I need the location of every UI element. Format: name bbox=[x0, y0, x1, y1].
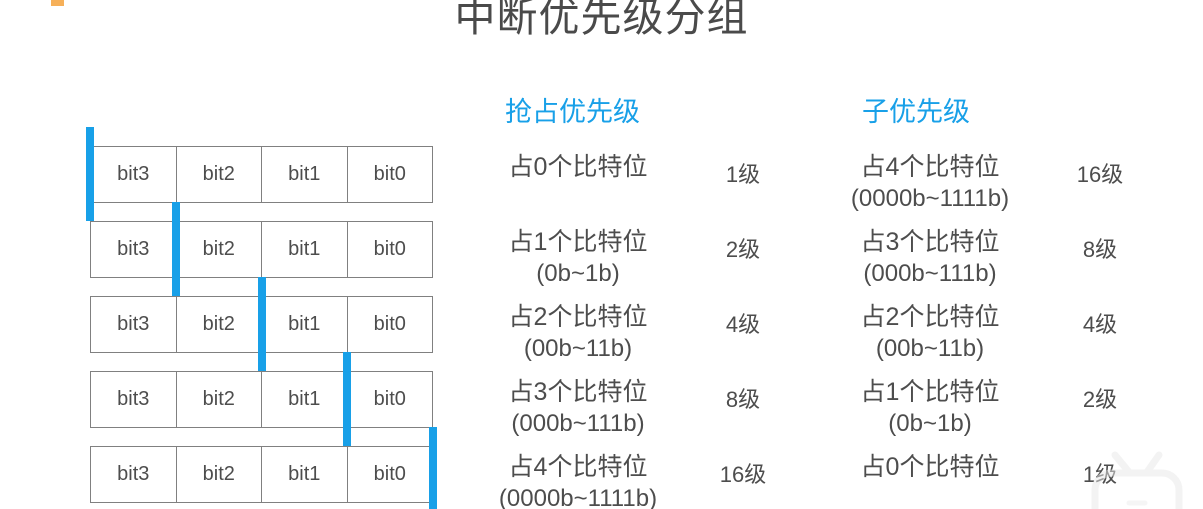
priority-bit-range: (000b~111b) bbox=[863, 260, 997, 287]
priority-bit-range: (0000b~1111b) bbox=[498, 485, 658, 509]
priority-description: 占0个比特位 bbox=[818, 449, 1042, 484]
priority-row: 占1个比特位 (0b~1b) 2级 bbox=[466, 224, 796, 299]
tv-logo-watermark bbox=[1085, 445, 1189, 509]
priority-bit-count: 占4个比特位 bbox=[860, 153, 1000, 181]
priority-row: 占3个比特位 (000b~111b) 8级 bbox=[818, 224, 1158, 299]
bit-cell: bit0 bbox=[373, 388, 406, 410]
bit-cell: bit2 bbox=[177, 222, 262, 277]
priority-row: 占4个比特位 (0000b~1111b) 16级 bbox=[466, 449, 796, 509]
bit-cell: bit2 bbox=[177, 372, 262, 427]
priority-bit-range: (00b~11b) bbox=[523, 335, 633, 362]
priority-bit-range: (00b~11b) bbox=[875, 335, 985, 362]
priority-level-count: 16级 bbox=[1076, 162, 1124, 187]
priority-description: 占4个比特位 (0000b~1111b) bbox=[818, 149, 1042, 214]
bit-cell: bit2 bbox=[177, 147, 262, 202]
priority-bit-count: 占2个比特位 bbox=[860, 303, 1000, 331]
priority-level-count: 4级 bbox=[725, 312, 761, 337]
priority-bit-count: 占3个比特位 bbox=[860, 228, 1000, 256]
priority-level-count: 2级 bbox=[725, 237, 761, 262]
priority-split-marker bbox=[171, 202, 180, 296]
priority-row: 占0个比特位 1级 bbox=[466, 149, 796, 224]
bit-cell: bit0 bbox=[373, 313, 406, 335]
bit-cell: bit3 bbox=[91, 297, 177, 352]
bit-cell: bit1 bbox=[262, 147, 348, 202]
bit-cell: bit1 bbox=[262, 297, 348, 352]
priority-bit-count: 占1个比特位 bbox=[860, 378, 1000, 406]
priority-bit-range: (0b~1b) bbox=[536, 260, 620, 287]
priority-bit-range: (0b~1b) bbox=[888, 410, 972, 437]
bit-cell: bit3 bbox=[91, 147, 177, 202]
priority-row: 占2个比特位 (00b~11b) 4级 bbox=[466, 299, 796, 374]
priority-description: 占4个比特位 (0000b~1111b) bbox=[466, 449, 690, 509]
priority-bit-range: (000b~111b) bbox=[511, 410, 645, 437]
priority-row: 占2个比特位 (00b~11b) 4级 bbox=[818, 299, 1158, 374]
priority-description: 占1个比特位 (0b~1b) bbox=[466, 224, 690, 289]
bit-cell: bit3 bbox=[91, 372, 177, 427]
bit-cell: bit2 bbox=[177, 297, 262, 352]
priority-description: 占0个比特位 bbox=[466, 149, 690, 184]
column-header-sub-priority: 子优先级 bbox=[862, 97, 970, 127]
bit-cell: bit0 bbox=[373, 163, 406, 185]
page-title: 中断优先级分组 bbox=[454, 0, 749, 40]
priority-row: 占1个比特位 (0b~1b) 2级 bbox=[818, 374, 1158, 449]
priority-description: 占3个比特位 (000b~111b) bbox=[466, 374, 690, 439]
priority-bit-count: 占1个比特位 bbox=[508, 228, 648, 256]
bit-cell: bit1 bbox=[262, 372, 348, 427]
bit-cell: bit3 bbox=[91, 222, 177, 277]
column-header-preempt-priority: 抢占优先级 bbox=[505, 97, 640, 127]
priority-bit-count: 占3个比特位 bbox=[508, 378, 648, 406]
priority-description: 占3个比特位 (000b~111b) bbox=[818, 224, 1042, 289]
bit-cell: bit0 bbox=[373, 463, 406, 485]
priority-description: 占1个比特位 (0b~1b) bbox=[818, 374, 1042, 439]
priority-split-marker bbox=[86, 127, 94, 221]
priority-split-marker bbox=[257, 277, 266, 371]
bit-cell: bit1 bbox=[262, 222, 348, 277]
priority-bit-count: 占2个比特位 bbox=[508, 303, 648, 331]
corner-artifact bbox=[51, 0, 64, 6]
preempt-priority-column: 占0个比特位 1级占1个比特位 (0b~1b) 2级占2个比特位 (00b~11b) 4级… bbox=[466, 149, 796, 509]
priority-level-count: 2级 bbox=[1082, 387, 1118, 412]
priority-description: 占2个比特位 (00b~11b) bbox=[466, 299, 690, 364]
priority-level-count: 8级 bbox=[1082, 237, 1118, 262]
sub-priority-column: 占4个比特位 (0000b~1111b) 16级占3个比特位 (000b~111b) 8… bbox=[818, 149, 1158, 509]
priority-row: 占4个比特位 (0000b~1111b) 16级 bbox=[818, 149, 1158, 224]
priority-description: 占2个比特位 (00b~11b) bbox=[818, 299, 1042, 364]
priority-bit-count: 占0个比特位 bbox=[508, 153, 648, 181]
priority-row: 占3个比特位 (000b~111b) 8级 bbox=[466, 374, 796, 449]
bit-cell: bit3 bbox=[91, 447, 177, 502]
priority-level-count: 4级 bbox=[1082, 312, 1118, 337]
priority-bit-range: (0000b~1111b) bbox=[850, 185, 1010, 212]
bit-cell: bit0 bbox=[373, 238, 406, 260]
priority-level-count: 1级 bbox=[725, 162, 761, 187]
bit-cell: bit2 bbox=[177, 447, 262, 502]
bit-cell: bit1 bbox=[262, 447, 348, 502]
priority-bit-count: 占0个比特位 bbox=[860, 453, 1000, 481]
priority-level-count: 16级 bbox=[719, 462, 767, 487]
priority-bit-count: 占4个比特位 bbox=[508, 453, 648, 481]
priority-level-count: 8级 bbox=[725, 387, 761, 412]
priority-split-marker bbox=[429, 427, 437, 509]
priority-split-marker bbox=[343, 352, 352, 446]
